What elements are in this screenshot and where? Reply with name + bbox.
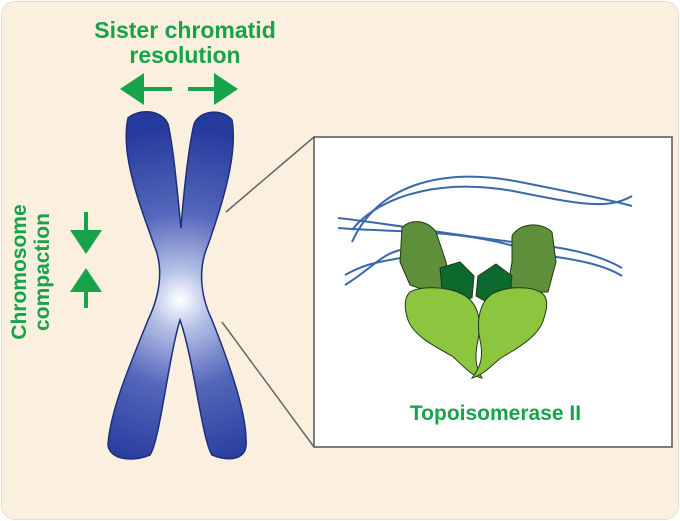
sister-chromatid-resolution-label: Sister chromatid resolution (70, 17, 300, 69)
sister-label-line1: Sister chromatid (94, 17, 276, 43)
enzyme-topoisomerase (399, 221, 557, 379)
zoom-line-bottom (221, 321, 315, 448)
compaction-label-line1: Chromosome (8, 204, 31, 340)
chromosome (107, 111, 247, 460)
chromosome-compaction-label: Chromosome compaction (8, 172, 54, 372)
enzyme-right-gate (507, 224, 557, 293)
sister-label-line2: resolution (129, 42, 241, 69)
enzyme-left-lobe (404, 287, 483, 379)
topoisomerase-label: Topoisomerase II (409, 402, 582, 425)
compaction-label-line2: compaction (31, 213, 55, 331)
enzyme-right-lobe (470, 287, 548, 379)
zoom-line-top (225, 136, 315, 213)
